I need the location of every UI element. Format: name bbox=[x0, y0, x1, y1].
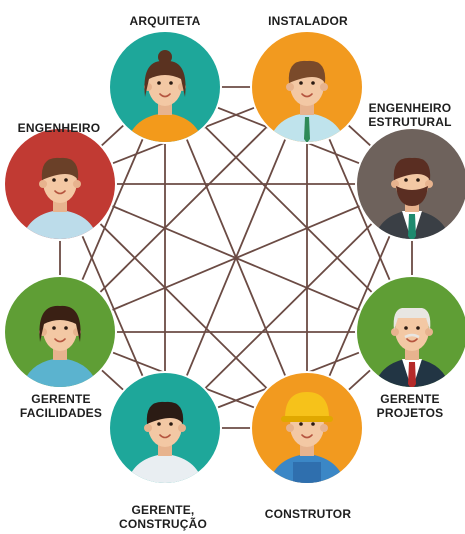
label-engenheiro-estrutural: ENGENHEIRO ESTRUTURAL bbox=[368, 101, 452, 129]
label-gerente-facilidades: GERENTE FACILIDADES bbox=[19, 392, 103, 420]
male-installer-avatar bbox=[267, 60, 347, 142]
connector-instalador-gerente-facilidades bbox=[59, 86, 308, 333]
connector-engenheiro-estrutural-gerente-construcao bbox=[164, 183, 413, 429]
node-instalador bbox=[250, 30, 364, 144]
connector-arquiteta-gerente-projetos bbox=[164, 86, 413, 333]
bearded-engineer-avatar bbox=[372, 157, 452, 239]
node-gerente-construcao bbox=[108, 371, 222, 485]
male-engineer-avatar bbox=[20, 157, 100, 239]
label-construtor: CONSTRUTOR bbox=[264, 507, 352, 521]
node-engenheiro bbox=[3, 127, 117, 241]
senior-manager-avatar bbox=[372, 308, 452, 387]
node-construtor bbox=[250, 371, 364, 485]
connector-gerente-projetos-engenheiro bbox=[59, 183, 413, 333]
node-engenheiro-estrutural bbox=[355, 127, 465, 241]
label-gerente-construcao: GERENTE, CONSTRUÇÃO bbox=[119, 503, 207, 531]
female-facilities-manager-avatar bbox=[20, 305, 100, 387]
female-architect-avatar bbox=[125, 50, 205, 142]
connection-lines bbox=[59, 86, 413, 429]
node-gerente-facilidades bbox=[3, 275, 117, 389]
label-arquiteta: ARQUITETA bbox=[129, 14, 201, 28]
construction-manager-avatar bbox=[125, 401, 205, 483]
label-gerente-projetos: GERENTE PROJETOS bbox=[376, 392, 444, 420]
label-instalador: INSTALADOR bbox=[268, 14, 348, 28]
node-arquiteta bbox=[108, 30, 222, 144]
role-nodes bbox=[3, 30, 465, 485]
label-engenheiro: ENGENHEIRO bbox=[17, 121, 101, 135]
node-gerente-projetos bbox=[355, 275, 465, 389]
connector-construtor-engenheiro bbox=[59, 183, 308, 429]
builder-hardhat-avatar bbox=[267, 392, 347, 483]
